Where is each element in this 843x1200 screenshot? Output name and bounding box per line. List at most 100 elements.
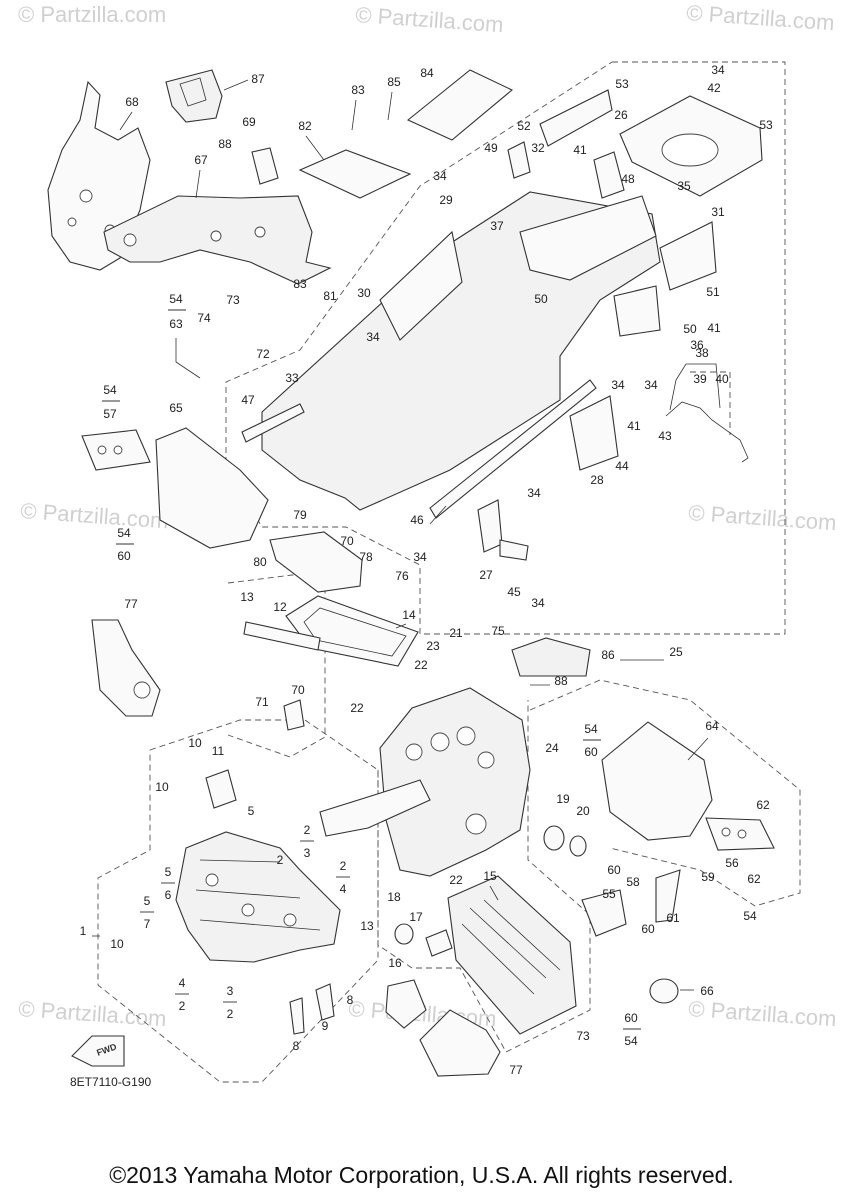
callout-44: 44 xyxy=(615,459,629,473)
callout-47: 47 xyxy=(241,393,255,407)
callout-28: 28 xyxy=(590,473,604,487)
part-19-bearing xyxy=(543,825,565,851)
callout-60: 60 xyxy=(607,863,621,877)
watermark-mid-left: © Partzilla.com xyxy=(20,498,170,533)
callout-3: 3 xyxy=(304,846,311,860)
callout-23: 23 xyxy=(426,639,440,653)
part-28-bracket xyxy=(569,395,619,471)
callout-76: 76 xyxy=(395,569,409,583)
callout-34: 34 xyxy=(711,63,725,77)
part-86-step xyxy=(511,637,591,677)
part-70-bracket xyxy=(283,699,305,731)
callout-2: 2 xyxy=(304,823,311,837)
callout-70: 70 xyxy=(291,683,305,697)
part-35-crossmember xyxy=(519,195,657,281)
callout-60: 60 xyxy=(624,1011,638,1025)
callout-52: 52 xyxy=(517,119,531,133)
callout-34: 34 xyxy=(644,378,658,392)
callout-82: 82 xyxy=(298,119,312,133)
callout-22: 22 xyxy=(414,658,428,672)
callout-29: 29 xyxy=(439,193,453,207)
callout-49: 49 xyxy=(484,141,498,155)
callout-15: 15 xyxy=(483,869,497,883)
callout-19: 19 xyxy=(556,792,570,806)
callout-75: 75 xyxy=(491,624,505,638)
callout-54: 54 xyxy=(743,909,757,923)
callout-79: 79 xyxy=(293,508,307,522)
part-29-center-frame xyxy=(379,230,463,341)
callout-11: 11 xyxy=(212,744,225,758)
callout-17: 17 xyxy=(409,910,423,924)
watermark-top-center: © Partzilla.com xyxy=(355,2,505,37)
callout-22: 22 xyxy=(449,873,463,887)
exploded-frame-diagram: © Partzilla.com © Partzilla.com © Partzi… xyxy=(18,0,838,1089)
callout-41: 41 xyxy=(627,419,641,433)
part-48-bracket xyxy=(593,151,625,199)
callout-83: 83 xyxy=(293,277,307,291)
part-8-bolt xyxy=(289,997,305,1035)
callout-33: 33 xyxy=(285,371,299,385)
callout-21: 21 xyxy=(449,626,463,640)
callout-13: 13 xyxy=(360,919,374,933)
part-77-lower-bracket xyxy=(419,1009,501,1077)
part-58-bracket xyxy=(581,889,627,937)
callout-54: 54 xyxy=(103,383,117,397)
callout-13: 13 xyxy=(240,590,254,604)
fwd-arrow-icon xyxy=(71,1035,125,1067)
callout-34: 34 xyxy=(366,330,380,344)
part-20-seal xyxy=(569,835,587,857)
callout-32: 32 xyxy=(531,141,545,155)
part-66-flange xyxy=(649,978,679,1004)
watermark-top-right: © Partzilla.com xyxy=(686,0,836,35)
callout-2: 2 xyxy=(277,853,284,867)
callout-10: 10 xyxy=(155,780,169,794)
copyright-notice: ©2013 Yamaha Motor Corporation, U.S.A. A… xyxy=(109,1162,734,1188)
callout-53: 53 xyxy=(759,118,773,132)
part-69-bracket xyxy=(251,147,279,185)
part-47-rail xyxy=(241,403,305,443)
callout-34: 34 xyxy=(531,596,545,610)
callout-41: 41 xyxy=(707,321,721,335)
part-18-bushing xyxy=(394,923,414,945)
watermark-mid-right: © Partzilla.com xyxy=(688,500,838,535)
part-11-bracket xyxy=(205,769,237,809)
callout-71: 71 xyxy=(255,695,269,709)
callout-10: 10 xyxy=(110,937,124,951)
callout-8: 8 xyxy=(347,993,354,1007)
callout-66: 66 xyxy=(700,984,714,998)
callout-39: 39 xyxy=(693,372,707,386)
watermark-bottom-right: © Partzilla.com xyxy=(688,996,838,1031)
callout-53: 53 xyxy=(615,77,629,91)
part-12-bar xyxy=(243,621,321,651)
callout-5: 5 xyxy=(165,865,172,879)
callout-60: 60 xyxy=(584,745,598,759)
callout-36: 36 xyxy=(690,338,704,352)
boundary-radiator xyxy=(377,700,591,1053)
callout-27: 27 xyxy=(479,568,493,582)
callout-69: 69 xyxy=(242,115,256,129)
part-84-plate xyxy=(406,69,514,141)
callout-64: 64 xyxy=(705,719,719,733)
part-78-tray xyxy=(269,531,363,593)
callout-65: 65 xyxy=(169,401,183,415)
boundary-subframe xyxy=(227,574,326,758)
assembly-boundaries xyxy=(97,61,801,1083)
part-50-mount xyxy=(613,285,661,337)
callout-55: 55 xyxy=(602,887,616,901)
callout-7: 7 xyxy=(144,917,151,931)
callout-72: 72 xyxy=(256,347,270,361)
callout-86: 86 xyxy=(601,648,615,662)
callout-34: 34 xyxy=(611,378,625,392)
part-52-plate xyxy=(539,89,613,147)
callout-12: 12 xyxy=(273,600,287,614)
part-46-slide-rail xyxy=(429,379,597,519)
boundary-1 xyxy=(97,719,379,1083)
part-38-handle xyxy=(665,401,749,463)
leader-lines xyxy=(92,79,721,991)
callout-62: 62 xyxy=(747,872,761,886)
callout-25: 25 xyxy=(669,645,683,659)
callout-60: 60 xyxy=(117,549,131,563)
callout-5: 5 xyxy=(144,894,151,908)
callout-81: 81 xyxy=(323,289,337,303)
